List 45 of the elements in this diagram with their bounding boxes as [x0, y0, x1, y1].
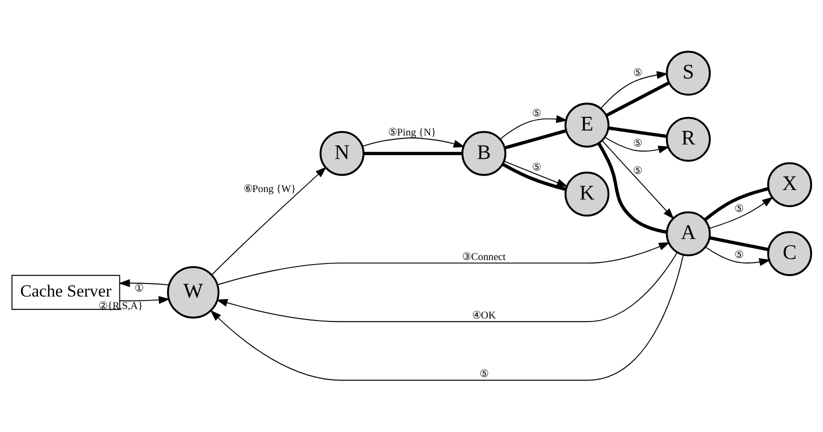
edge-label: ⑤ [633, 166, 642, 178]
edge-label: ③Connect [462, 252, 506, 264]
edge-label: ⑤ [734, 204, 744, 215]
node-circle: N [320, 131, 364, 176]
connector [704, 187, 769, 221]
edge-label: ① [134, 284, 144, 295]
node-circle: K [564, 172, 610, 217]
edge-label: ⑤ [734, 250, 744, 262]
arrow [604, 136, 670, 154]
edge-label: ⑤Ping {N} [388, 127, 436, 138]
arrow [704, 246, 771, 266]
connector [504, 129, 566, 150]
node-circle: X [767, 162, 812, 208]
node-circle: A [666, 211, 711, 256]
arrow [500, 115, 568, 140]
node-circle: C [767, 231, 812, 276]
connector [605, 81, 670, 118]
edge-label: ⑤ [633, 68, 642, 79]
connector [502, 162, 566, 191]
arrow [216, 252, 678, 322]
node-circle: B [461, 131, 506, 176]
edge-label: ⑤ [532, 162, 541, 174]
arrow [362, 137, 465, 148]
node-circle: R [666, 116, 711, 162]
arrow [210, 254, 684, 381]
connector [709, 236, 769, 252]
arrow [118, 279, 170, 288]
connector [608, 126, 668, 138]
edge-label: ⑥Pong {W} [243, 184, 296, 196]
node-circle: S [666, 50, 711, 96]
connector [597, 142, 668, 234]
arrow [217, 242, 670, 286]
arrow [602, 140, 674, 220]
arrow [600, 71, 668, 109]
arrow [503, 160, 568, 187]
node-circle: E [564, 102, 610, 148]
arrow [211, 166, 327, 276]
arrow [120, 296, 170, 304]
connector [364, 152, 462, 156]
edge-label: ④OK [472, 310, 496, 322]
edge-label: ⑤ [479, 369, 488, 380]
arrow [708, 196, 774, 229]
node-circle: W [167, 266, 220, 319]
edge-label: ⑤ [633, 138, 642, 150]
edge-label: ⑤ [532, 108, 541, 120]
